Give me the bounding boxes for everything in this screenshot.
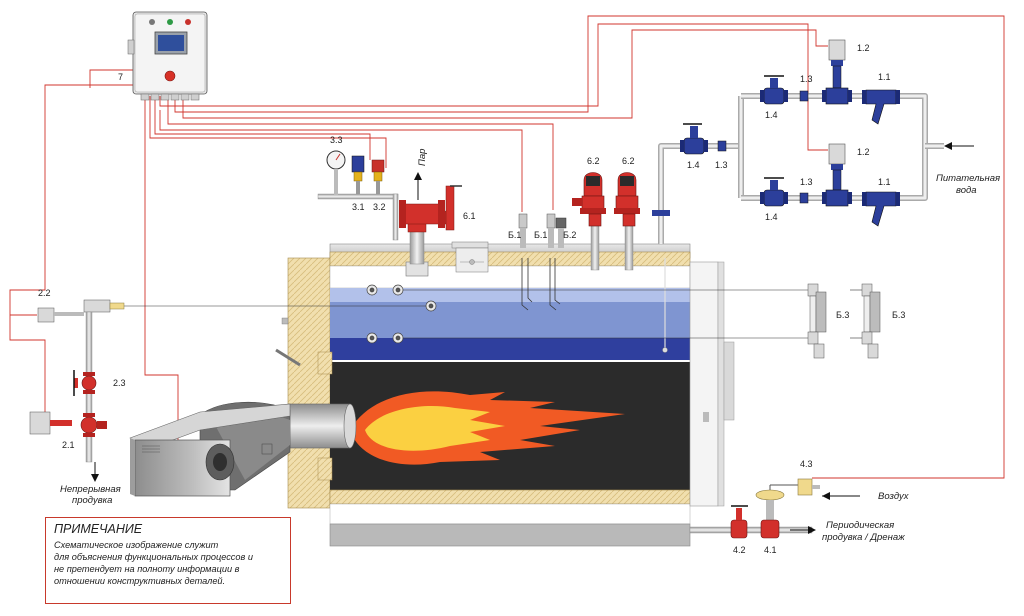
level-lines [110,289,862,339]
label-check-valve-line: 1.3 [715,160,728,170]
label-level-glass-1: Б.3 [836,310,849,320]
periodic-blowdown: 4.2 4.1 4.3 Воздух Периодическая продувк… [689,459,910,555]
flame [350,391,625,465]
label-controller: 7 [118,72,123,82]
label-level-glass-2: Б.3 [892,310,905,320]
label-feed-pump-bottom: 1.2 [857,147,870,157]
note-line: отношении конструктивных деталей. [54,576,226,586]
safety-valve-2: 6.2 [614,156,640,271]
label-filter-top: 1.1 [878,72,891,82]
label-blowdown-valve-1: 2.3 [113,378,126,388]
level-glass-1: Б.3 [807,283,849,359]
note-line: не претендует на полноту информации в [54,564,240,574]
feed-branch-bottom: 1.4 1.3 1.2 1.1 [760,143,900,227]
label-pressure-switch-2: 3.2 [373,202,386,212]
continuous-blowdown: 2.2 2.3 2.1 Непрерывная продувка [29,288,126,506]
label-gauge: 3.3 [330,135,343,145]
caption-steam: Пар [417,149,428,166]
label-pressure-switch-1: 3.1 [352,202,365,212]
label-level-probe-2: Б.1 [534,230,547,240]
note-line: Схематическое изображение служит [54,540,219,550]
label-gate-valve-bottom: 1.4 [765,212,778,222]
manhole [451,241,489,273]
label-gate-valve-line: 1.4 [687,160,700,170]
label-level-probe-1: Б.1 [508,230,521,240]
label-blowdown-valve-2: 2.1 [62,440,75,450]
caption-feed-water-2: вода [956,185,977,196]
caption-periodic-blowdown-1: Периодическая [826,520,894,531]
caption-feed-water-1: Питательная [936,173,1000,184]
feed-water-piping: Питательная вода [652,93,1000,244]
pressure-instruments: 3.3 3.1 3.2 [317,135,399,241]
label-check-valve-bottom: 1.3 [800,177,813,187]
label-safety-valve-2: 6.2 [622,156,635,166]
label-feed-pump-top: 1.2 [857,43,870,53]
burner [129,401,357,497]
note-line: для объяснения функциональных процессов … [54,552,253,562]
water-sockets [366,284,437,344]
label-filter-bottom: 1.1 [878,177,891,187]
label-drain-valve-2: 4.1 [764,545,777,555]
note-title: ПРИМЕЧАНИЕ [54,522,143,536]
safety-valve-1: 6.2 [572,156,606,271]
level-glass-2: Б.3 [861,283,905,359]
signal-wiring [9,15,1005,479]
label-drain-valve-1: 4.2 [733,545,746,555]
note-box: ПРИМЕЧАНИЕ Схематическое изображение слу… [45,517,291,604]
caption-continuous-blowdown-1: Непрерывная [60,484,121,495]
caption-air: Воздух [878,491,910,502]
label-gate-valve-top: 1.4 [765,110,778,120]
label-level-probe-3: Б.2 [563,230,576,240]
feed-branch-top: 1.4 1.3 1.2 1.1 [760,39,900,125]
boiler-body [275,243,735,547]
label-check-valve-top: 1.3 [800,74,813,84]
gate-valve-line: 1.4 [680,123,708,170]
control-cabinet: 7 [118,11,208,101]
label-air-valve: 4.3 [800,459,813,469]
heat-exchange-tubes [662,258,668,353]
caption-continuous-blowdown-2: продувка [72,495,112,506]
check-valve-line: 1.3 [715,140,728,170]
label-blowdown-controller: 2.2 [38,288,51,298]
label-safety-valve-1: 6.2 [587,156,600,166]
caption-periodic-blowdown-2: продувка / Дренаж [822,532,905,543]
steam-outlet: Пар 6.1 [399,149,476,277]
label-steam-valve: 6.1 [463,211,476,221]
level-probes: Б.1 Б.1 Б.2 [508,213,576,311]
